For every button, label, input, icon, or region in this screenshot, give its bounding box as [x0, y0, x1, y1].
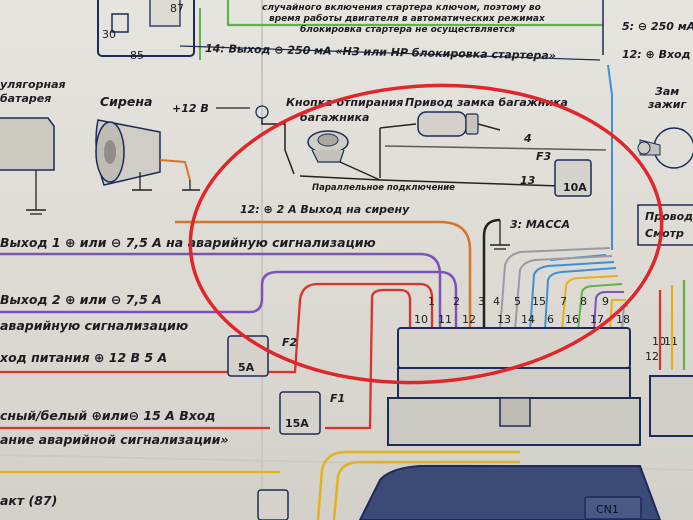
pin-label-4: 4 — [493, 295, 500, 308]
siren: Сирена +12 В — [95, 94, 250, 191]
relay-pin-30: 30 — [102, 28, 116, 41]
orange-wire — [175, 220, 472, 380]
purple-wire-1 — [0, 252, 442, 350]
svg-text:F2: F2 — [282, 336, 298, 349]
pin-label-8: 8 — [580, 295, 587, 308]
relay-pin-87: 87 — [170, 2, 184, 15]
pin-label-6: 6 — [547, 313, 554, 326]
output-2-label: Выход 2 ⊕ или ⊖ 7,5 А — [0, 292, 162, 307]
svg-text:блокировка стартера не осущест: блокировка стартера не осуществляется — [300, 24, 515, 35]
ground-label: 3: МАССА — [510, 218, 570, 231]
svg-text:Зам: Зам — [655, 85, 679, 98]
svg-text:Провод: Провод — [645, 210, 693, 223]
svg-text:5A: 5A — [238, 361, 255, 374]
trunk-actuator: Привод замка багажника — [379, 96, 568, 178]
output-2-sublabel: аварийную сигнализацию — [0, 318, 188, 333]
top-note: случайного включения стартера ключом, по… — [262, 3, 546, 35]
pin-label-1: 1 — [428, 295, 435, 308]
parallel-connection-label: Параллельное подключение — [312, 183, 455, 193]
pin-label-12: 12 — [462, 313, 476, 326]
pin-label-15: 15 — [532, 295, 546, 308]
connector-pins-bottom: 10 11 12 13 14 6 16 17 18 — [414, 313, 630, 326]
pin-label-14: 14 — [521, 313, 535, 326]
svg-text:Сирена: Сирена — [100, 94, 152, 109]
highlight-ellipse — [188, 83, 664, 385]
output-5-label: 5: ⊖ 250 мА — [622, 20, 693, 33]
svg-text:случайного включения стартера: случайного включения стартера ключом, по… — [262, 3, 541, 13]
actuator-icon — [417, 111, 467, 137]
svg-text:15A: 15A — [285, 417, 309, 430]
pin-label-11: 11 — [438, 313, 452, 326]
svg-text:Кнопка отпирания: Кнопка отпирания — [286, 96, 403, 109]
fuse-icon — [279, 391, 321, 435]
output-14-label: 14: Выход ⊖ 250 мА «НЗ или НР блокировка… — [205, 42, 556, 62]
svg-text:Привод замка багажника: Привод замка багажника — [405, 96, 568, 109]
svg-text:Смотр: Смотр — [645, 227, 684, 240]
pin-label-13: 13 — [497, 313, 511, 326]
input-15-sublabel: ание аварийной сигнализации» — [0, 432, 229, 447]
pin-label-2: 2 — [453, 295, 460, 308]
right-box: Провод Смотр — [637, 204, 693, 246]
pin-label-16: 16 — [565, 313, 579, 326]
battery-icon — [0, 117, 55, 171]
svg-text:время работы двигателя в автом: время работы двигателя в автоматических … — [269, 13, 546, 24]
relay-pin-85: 85 — [130, 49, 144, 62]
output-12-label: 12: ⊕ Вход — [622, 48, 691, 61]
fuse-f2: F2 5A — [227, 335, 298, 377]
fuse-f1: F1 15A — [279, 391, 345, 435]
svg-text:батарея: батарея — [0, 92, 51, 105]
output-1-label: Выход 1 ⊕ или ⊖ 7,5 А на аварийную сигна… — [0, 235, 376, 250]
output-12-siren-label: 12: ⊕ 2 А Выход на сирену — [240, 203, 410, 216]
pin-label-10: 10 — [414, 313, 428, 326]
ignition: Зам зажиг — [637, 85, 693, 169]
svg-text:зажиг: зажиг — [647, 98, 687, 111]
fuse-f3: F3 10A — [536, 150, 592, 197]
battery: улягорная батарея — [0, 78, 66, 215]
pin-label-18: 18 — [616, 313, 630, 326]
plus-12v-label: +12 В — [172, 102, 209, 115]
svg-text:F3: F3 — [536, 150, 552, 163]
purple-wire-2 — [0, 270, 458, 350]
wire-13-label: 13 — [520, 174, 536, 187]
power-label: ход питания ⊕ 12 В 5 А — [0, 350, 167, 365]
wire-4-label: 4 — [523, 132, 532, 145]
pin-label-5: 5 — [514, 295, 521, 308]
pin-label-17: 17 — [590, 313, 604, 326]
right-pin-label-12: 12 — [645, 350, 659, 363]
svg-text:10A: 10A — [563, 181, 587, 194]
green-wire — [226, 0, 603, 27]
pin-label-3: 3 — [478, 295, 485, 308]
fuse-icon — [554, 159, 592, 197]
relay: 87 30 85 — [97, 0, 195, 62]
red-wire-input — [0, 288, 412, 430]
red-wire-power — [0, 282, 434, 374]
right-connector — [649, 280, 693, 437]
svg-text:CN1: CN1 — [596, 503, 619, 516]
svg-text:F1: F1 — [330, 392, 345, 405]
connector-cn1: CN1 — [358, 327, 662, 520]
contact-87-label: акт (87) — [0, 493, 57, 508]
input-15-label: сный/белый ⊕или⊖ 15 А Вход — [0, 408, 215, 423]
svg-text:багажника: багажника — [300, 111, 369, 124]
trunk-button: Кнопка отпирания багажника — [255, 96, 403, 181]
blue-wire — [607, 64, 613, 250]
svg-text:улягорная: улягорная — [0, 78, 66, 91]
pin-label-7: 7 — [560, 295, 567, 308]
pin-label-9: 9 — [602, 295, 609, 308]
